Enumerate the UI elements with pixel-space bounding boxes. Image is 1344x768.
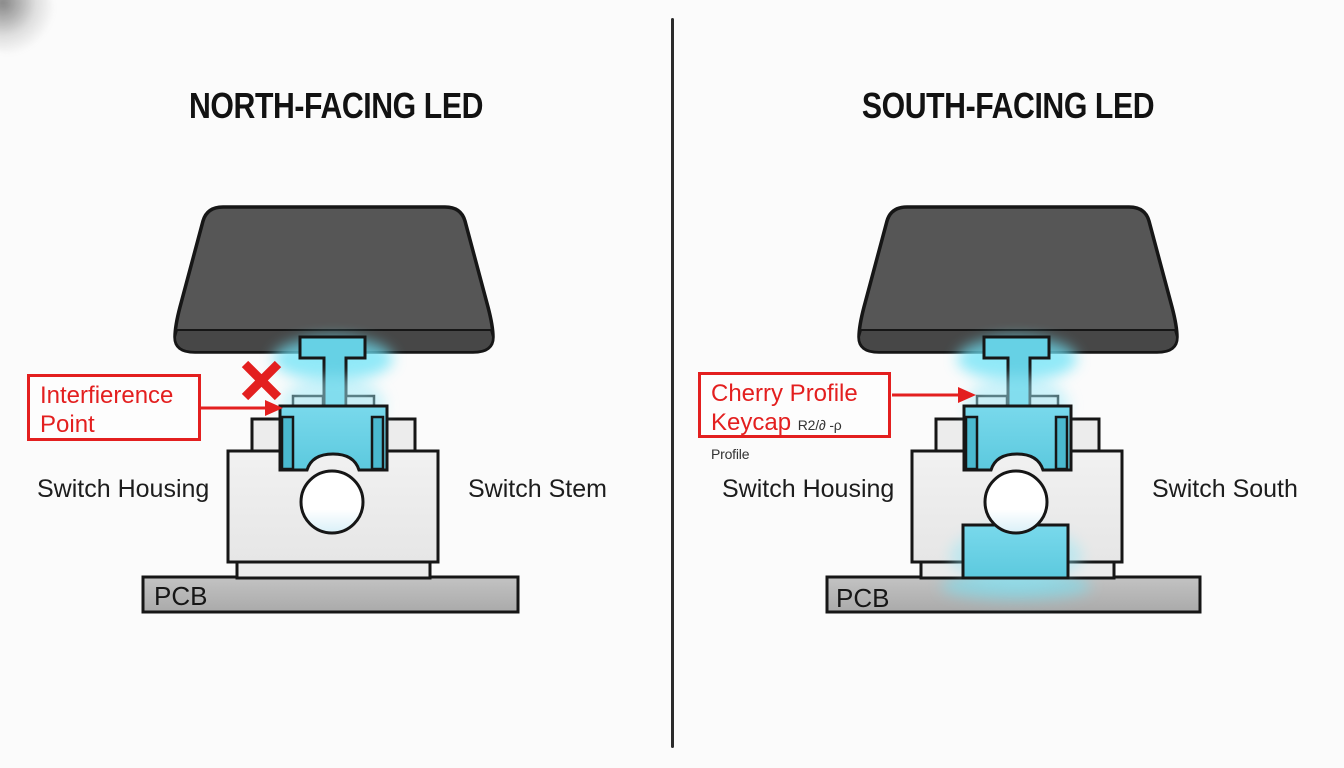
callout-line: Interfierence: [40, 382, 174, 409]
switch-housing-label-north: Switch Housing: [37, 475, 210, 503]
switch-stem-label-north: Switch Stem: [468, 475, 607, 503]
stem-sidebar-right-north: [370, 415, 385, 471]
callout-line: Cherry Profile: [711, 380, 858, 407]
callout-arrow-south: [892, 387, 976, 403]
x-mark-icon: [241, 360, 282, 401]
switch-south: [825, 205, 1202, 614]
callout-line: Keycap R2/∂ -ρ Profile: [711, 409, 878, 467]
pole-hole-south: [983, 469, 1049, 535]
callout-arrow-north: [201, 400, 283, 416]
stem-body-north: [278, 404, 389, 472]
title-south-facing-led: SOUTH-FACING LED: [861, 85, 1155, 126]
switch-housing-label-south: Switch Housing: [722, 475, 895, 503]
stem-sidebar-right-south: [1054, 415, 1069, 471]
stem-sidebar-left-north: [280, 415, 295, 471]
panel-divider: [671, 18, 674, 748]
interference-point-callout: Interfierence Point: [27, 374, 201, 441]
callout-profile-note: R2/∂ -ρ Profile: [711, 416, 842, 462]
housing-base-north: [235, 560, 432, 580]
title-north-facing-led: NORTH-FACING LED: [189, 85, 483, 126]
callout-keycap-word: Keycap: [711, 408, 792, 436]
pcb-label-north: PCB: [154, 581, 208, 611]
pole-hole-north: [299, 469, 365, 535]
stem-sidebar-left-south: [964, 415, 979, 471]
callout-line: Point: [40, 410, 95, 438]
cherry-profile-callout: Cherry Profile Keycap R2/∂ -ρ Profile: [698, 372, 891, 462]
pcb-label-south: PCB: [836, 583, 890, 613]
switch-south-label: Switch South: [1152, 475, 1298, 503]
switch-north: [141, 205, 520, 614]
stem-body-south: [962, 404, 1073, 472]
